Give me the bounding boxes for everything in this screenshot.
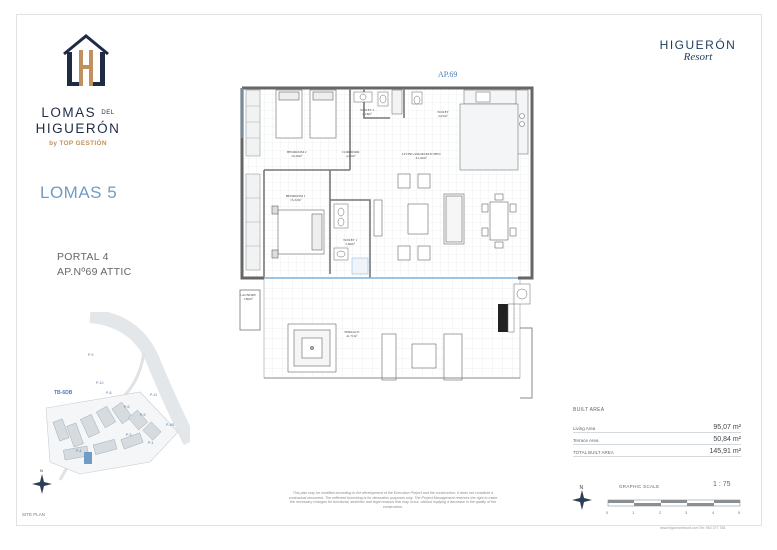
scale-tick: 0 <box>606 510 609 515</box>
double-bed-icon <box>271 205 325 259</box>
room-label-terrace: TERRACE 41,71m² <box>344 330 360 338</box>
room-label-toilet1: TOILET 1 5,60m² <box>343 238 358 246</box>
built-area-table: BUILT AREA Living Area 95,07 m² Terrace … <box>573 407 741 457</box>
compass-n: N <box>580 485 584 491</box>
svg-text:P-11: P-11 <box>150 393 157 397</box>
site-compass-n: N <box>40 468 43 473</box>
svg-text:P-1: P-1 <box>148 441 154 445</box>
apartment-code: AP.69 <box>438 70 458 79</box>
room-label-living: LIVING ROOM/KITCHEN 41,35m² <box>402 152 441 160</box>
toilet1-fixtures <box>333 203 369 275</box>
logo-line2: HIGUERÓN <box>35 120 121 136</box>
svg-text:P-6: P-6 <box>124 405 130 409</box>
svg-text:P-9: P-9 <box>88 353 94 357</box>
portal-label: PORTAL 4 <box>57 251 109 263</box>
brand-line2: Resort <box>683 51 713 63</box>
brand-line1: HIGUERÓN <box>659 38 737 52</box>
svg-text:P-5: P-5 <box>140 413 146 417</box>
website-footer: www.higueronresort.com Tel: 952 377 758 <box>660 526 726 530</box>
terrace-furniture <box>287 323 463 381</box>
room-label-laundry: LAUNDRY 1,80m² <box>239 293 257 301</box>
building-title: LOMAS 5 <box>40 183 118 202</box>
room-label-wc: TOILET 2,05m² <box>437 110 449 118</box>
disclaimer-text: This plan may be modified according to t… <box>288 491 498 509</box>
scale-tick: 4 <box>712 510 715 515</box>
room-label-bedroom1: BEDROOM 1 15,32m² <box>286 194 306 202</box>
table-row: Living Area 95,07 m² <box>573 421 741 433</box>
scale-tick: 3 <box>685 510 688 515</box>
svg-text:P-10: P-10 <box>96 381 103 385</box>
page-frame <box>16 14 762 526</box>
built-area-header: BUILT AREA <box>573 407 605 413</box>
wc-fixtures <box>411 91 423 105</box>
table-row: Terrace Area 50,84 m² <box>573 433 741 445</box>
logo-del: DEL <box>101 109 115 116</box>
room-label-corridor: CORRIDOR 4,45m² <box>342 150 360 158</box>
scale-tick: 5 <box>738 510 741 515</box>
graphic-scale-bar: 0 1 2 3 4 5 <box>606 499 741 515</box>
site-plan-highlight-label: TB-6DB <box>54 390 73 396</box>
svg-text:P-4B: P-4B <box>166 423 174 427</box>
site-plan-label: SITE PLAN <box>22 512 46 517</box>
room-label-toilet2: TOILET 2 4,18m² <box>360 108 375 116</box>
lomas-house-logo-icon <box>63 34 109 86</box>
site-plan-map: TB-6DB P-9P-10P-8 P-6P-5P-11 P-4BP-3P-1 … <box>32 312 190 494</box>
floor-plan <box>239 86 534 399</box>
logo-line1: LOMAS <box>41 105 97 120</box>
scale-label: GRAPHIC SCALE <box>619 484 660 489</box>
site-compass-icon: N <box>32 468 52 494</box>
living-furniture <box>373 173 465 261</box>
project-logo-text: LOMAS DEL HIGUERÓN by TOP GESTIÓN <box>33 105 123 151</box>
table-row: TOTAL BUILT AREA 145,91 m² <box>573 445 741 457</box>
unit-info: PORTAL 4 AP.Nº69 ATTIC <box>57 250 167 280</box>
svg-text:P-4: P-4 <box>76 449 82 453</box>
compass-icon: N <box>572 485 592 510</box>
svg-text:P-8: P-8 <box>106 391 112 395</box>
svg-text:P-3: P-3 <box>126 433 132 437</box>
toilet2-fixtures <box>353 89 403 115</box>
site-plan-highlight <box>84 452 92 464</box>
logo-by: by TOP GESTIÓN <box>49 139 107 147</box>
scale-ratio: 1 : 75 <box>713 481 731 488</box>
twin-beds-icon <box>275 89 337 139</box>
dining-set <box>481 193 517 249</box>
higueron-resort-logo: HIGUERÓN Resort <box>652 38 744 63</box>
scale-tick: 2 <box>659 510 662 515</box>
scale-tick: 1 <box>632 510 635 515</box>
apartment-label: AP.Nº69 ATTIC <box>57 266 132 278</box>
kitchen-counters <box>459 89 529 171</box>
room-label-bedroom2: BEDROOM 2 10,26m² <box>287 150 307 158</box>
